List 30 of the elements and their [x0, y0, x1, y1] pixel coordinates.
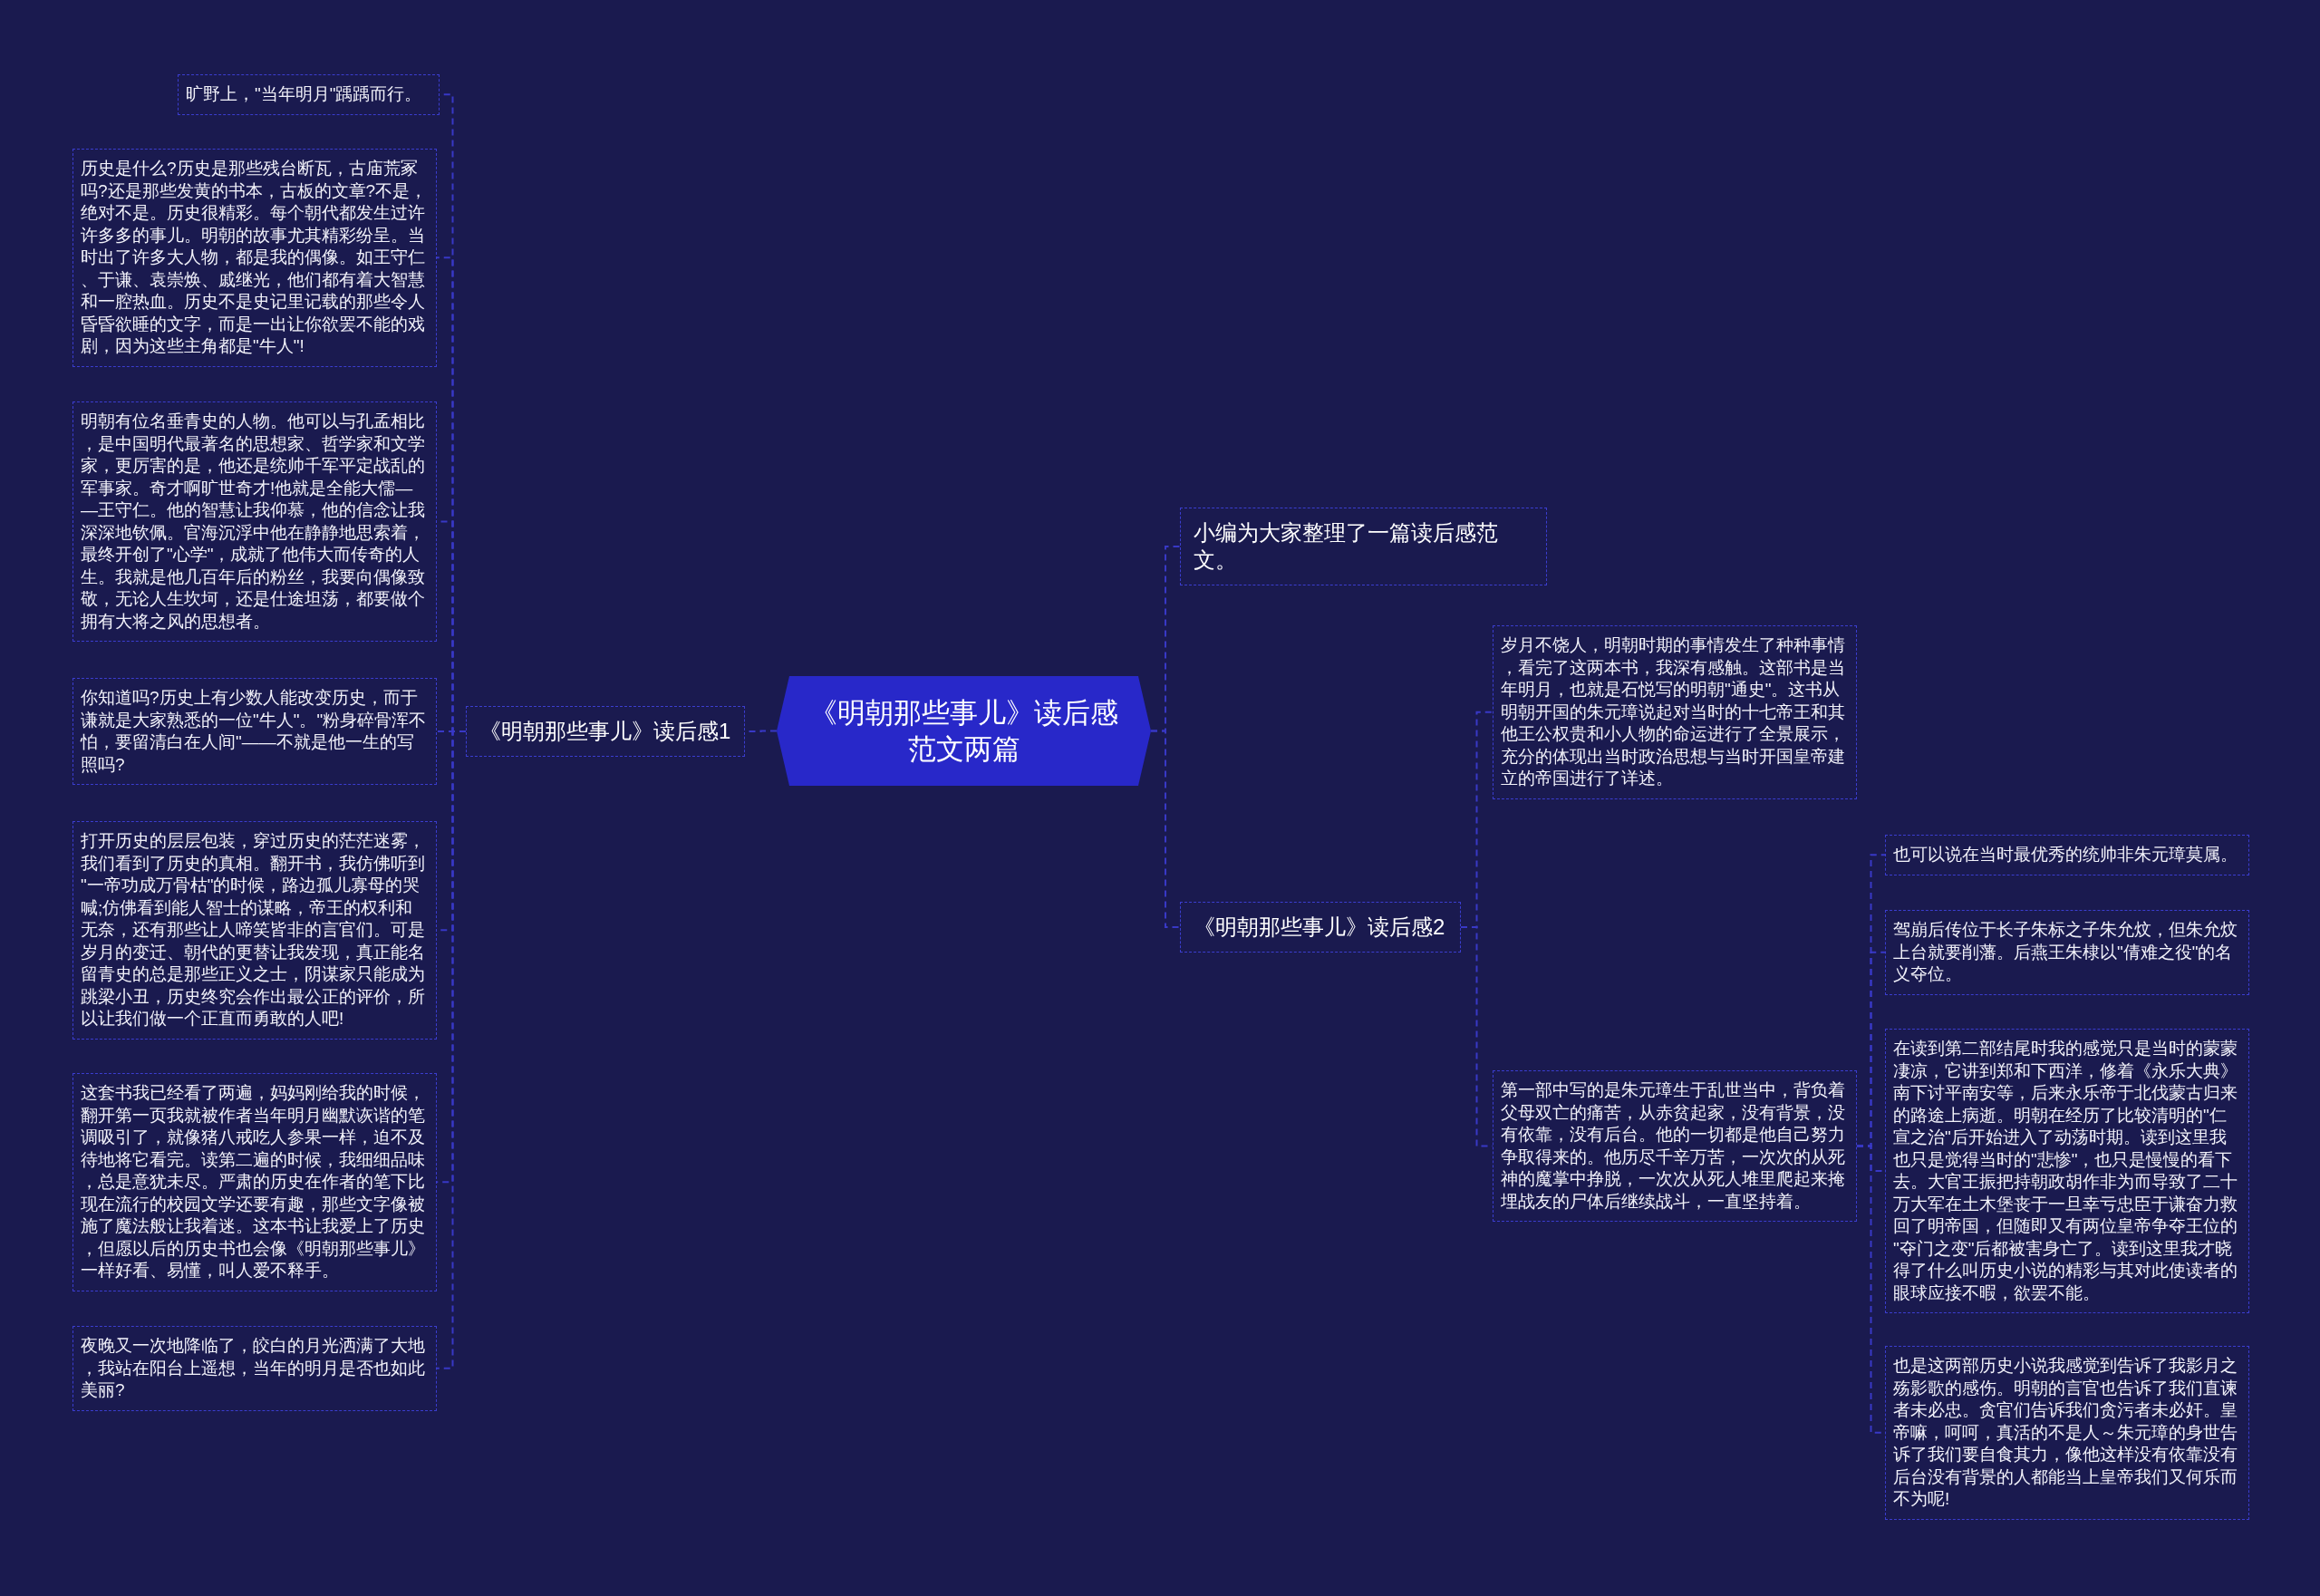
note-text: 旷野上，"当年明月"踽踽而行。: [186, 83, 423, 105]
note-text: 夜晚又一次地降临了，皎白的月光洒满了大地，我站在阳台上遥想，当年的明月是否也如此美丽?: [81, 1335, 426, 1401]
branch-card: [1180, 902, 1461, 953]
note-text: 你知道吗?历史上有少数人能改变历史，而于谦就是大家熟悉的一位"牛人"。"粉身碎骨浑不怕，要留清白在人间"——不就是他一生的写照吗?: [81, 687, 428, 776]
note-card: [1885, 910, 2249, 995]
branch-label: 《明朝那些事儿》读后感1: [479, 718, 731, 745]
note-text: 岁月不饶人，明朝时期的事情发生了种种事情，看完了这两本书，我深有感触。这部书是当年明月，也就是石悦写的明朝"通史"。这书从明朝开国的朱元璋说起对当时的十七帝王和其他王公权贵和小人物的命运进行了全景展示，充分的体现出当时政治思想与当时开国皇帝建立的帝国进行了详述。: [1501, 634, 1846, 789]
branch-label: 小编为大家整理了一篇读后感范文。: [1194, 519, 1499, 574]
note-card: [178, 74, 440, 115]
note-card: [1493, 1070, 1857, 1222]
branch-card: [466, 706, 745, 757]
central-topic: [777, 676, 1151, 786]
note-text: 也可以说在当时最优秀的统帅非朱元璋莫属。: [1893, 844, 2238, 866]
note-text: 这套书我已经看了两遍，妈妈刚给我的时候，翻开第一页我就被作者当年明月幽默诙谐的笔调吸引了，就像猪八戒吃人参果一样，迫不及待地将它看完。读第二遍的时候，我细细品味，总是意犹未尽。严肃的历史在作者的笔下比现在流行的校园文学还要有趣，那些文字像被施了魔法般让我着迷。这本书让我爱上了历史，但愿以后的历史书也会像《明朝那些事儿》一样好看、易懂，叫人爱不释手。: [81, 1082, 426, 1282]
topic-title: 《明朝那些事儿》读后感范文两篇: [808, 695, 1119, 767]
note-text: 在读到第二部结尾时我的感觉只是当时的蒙蒙凄凉，它讲到郑和下西洋，修着《永乐大典》南下讨平南安等，后来永乐帝于北伐蒙古归来的路途上病逝。明朝在经历了比较清明的"仁宣之治"后开始进入了动荡时期。读到这里我也只是觉得当时的"悲惨"，也只是慢慢的看下去。大官王振把持朝政胡作非为而导致了二十万大军在土木堡丧于一旦幸亏忠臣于谦奋力救回了明帝国，但随即又有两位皇帝争夺王位的"夺门之变"后都被害身亡了。读到这里我才晓得了什么叫历史小说的精彩与其对此使读者的眼球应接不暇，欲罢不能。: [1893, 1038, 2238, 1304]
branch-card: [1180, 508, 1547, 585]
note-card: [1885, 1346, 2249, 1520]
note-card: [72, 1326, 437, 1411]
note-card: [1493, 625, 1857, 799]
note-card: [72, 678, 437, 785]
note-text: 历史是什么?历史是那些残台断瓦，古庙荒冢吗?还是那些发黄的书本，古板的文章?不是，绝对不是。历史很精彩。每个朝代都发生过许许多多的事儿。明朝的故事尤其精彩纷呈。当时出了许多大人物，都是我的偶像。如王守仁、于谦、袁崇焕、戚继光，他们都有着大智慧和一腔热血。历史不是史记里记载的那些令人昏昏欲睡的文字，而是一出让你欲罢不能的戏剧，因为这些主角都是"牛人"!: [81, 158, 429, 357]
connector-line: [1150, 730, 1181, 928]
branch-label: 《明朝那些事儿》读后感2: [1194, 914, 1445, 941]
note-text: 第一部中写的是朱元璋生于乱世当中，背负着父母双亡的痛苦，从赤贫起家，没有背景，没有依靠，没有后台。他的一切都是他自己努力争取得来的。他历尽千辛万苦，一次次的从死神的魔掌中挣脱，一次次从死人堆里爬起来掩埋战友的尸体后继续战斗，一直坚持着。: [1501, 1079, 1846, 1213]
note-text: 明朝有位名垂青史的人物。他可以与孔孟相比，是中国明代最著名的思想家、哲学家和文学家，更厉害的是，他还是统帅千军平定战乱的军事家。奇才啊旷世奇才!他就是全能大儒——王守仁。他的智慧让我仰慕，他的信念让我深深地钦佩。官海沉浮中他在静静地思索着，最终开创了"心学"，成就了他伟大而传奇的人生。我就是他几百年后的粉丝，我要向偶像致敬，无论人生坎坷，还是仕途坦荡，都要做个拥有大将之风的思想者。: [81, 411, 426, 633]
note-text: 也是这两部历史小说我感觉到告诉了我影月之殇影歌的感伤。明朝的言官也告诉了我们直谏者未必忠。贪官们告诉我们贪污者未必奸。皇帝嘛，呵呵，真活的不是人～朱元璋的身世告诉了我们要自食其力，像他这样没有依靠没有后台没有背景的人都能当上皇帝我们又何乐而不为呢!: [1893, 1355, 2238, 1510]
note-text: 驾崩后传位于长子朱标之子朱允炆，但朱允炆上台就要削藩。后燕王朱棣以"倩难之役"的名义夺位。: [1893, 919, 2238, 985]
note-card: [1885, 835, 2249, 875]
note-text: 打开历史的层层包装，穿过历史的茫茫迷雾，我们看到了历史的真相。翻开书，我仿佛听到"一帝功成万骨枯"的时候，路边孤儿寡母的哭喊;仿佛看到能人智士的谋略，帝王的权利和无奈，还有那些让人啼笑皆非的言官们。可是岁月的变迁、朝代的更替让我发现，真正能名留青史的总是那些正义之士，阴谋家只能成为跳梁小丑，历史终究会作出最公正的评价，所以让我们做一个正直而勇敢的人吧!: [81, 830, 426, 1030]
